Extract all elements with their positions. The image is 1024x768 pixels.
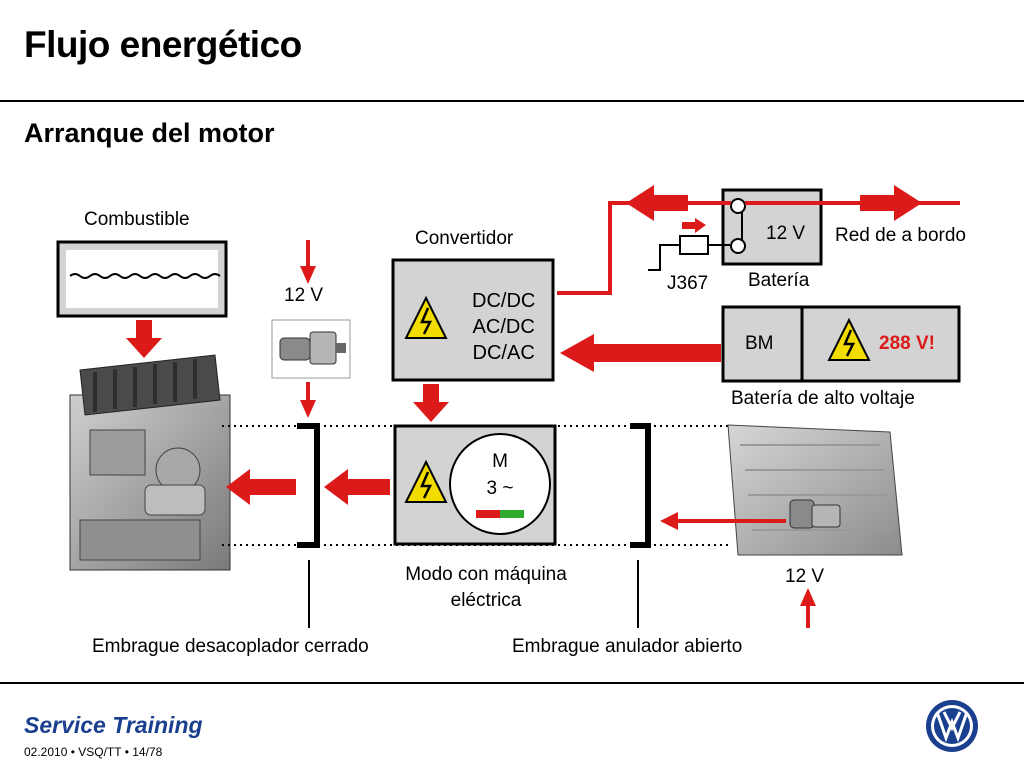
page-title: Flujo energético: [24, 24, 302, 65]
arrow-motor-to-clutch: [324, 469, 390, 505]
engine-illustration: [69, 354, 231, 571]
clutch-right-label: Embrague anulador abierto: [512, 636, 743, 657]
starter-lower-arrow: [300, 382, 316, 418]
battery-module-label: BM: [745, 333, 774, 354]
converter-box: [391, 258, 555, 382]
title-divider: [0, 100, 1024, 102]
footer-meta: 02.2010 • VSQ/TT • 14/78: [24, 745, 163, 759]
arrow-to-engine: [226, 469, 296, 505]
clutch-left: [297, 423, 320, 628]
starter-voltage-bottom: 12 V: [785, 566, 825, 587]
starter-voltage-top: 12 V: [284, 285, 324, 306]
footer-brand: Service Training: [24, 712, 203, 738]
clutch-right: [630, 423, 651, 628]
converter-to-motor-arrow: [413, 384, 449, 422]
clutch-left-label: Embrague desacoplador cerrado: [92, 636, 369, 657]
footer-divider: [0, 682, 1024, 684]
vw-logo: [926, 700, 978, 752]
converter-types: DC/DC AC/DC DC/AC: [472, 288, 535, 366]
relay-label: J367: [667, 273, 709, 294]
hv-to-converter-arrow: [560, 334, 721, 372]
onboard-network-line: [557, 185, 960, 295]
fuel-flow-arrow: [126, 320, 162, 358]
starter-motor-top: [271, 319, 351, 379]
fuel-tank: [56, 240, 228, 318]
converter-line-acdc: AC/DC: [472, 316, 535, 338]
motor-mode-label-line1: Modo con máquina: [405, 564, 567, 585]
starter-top-arrow: [300, 240, 316, 284]
motor-symbol-m: M: [492, 451, 508, 472]
fuel-label: Combustible: [84, 209, 190, 230]
gearbox-starter-arrow: [660, 512, 786, 530]
page-subtitle: Arranque del motor: [24, 118, 275, 148]
converter-label: Convertidor: [415, 228, 514, 249]
hv-warning-voltage: 288 V!: [879, 333, 935, 354]
hv-battery-label: Batería de alto voltaje: [731, 388, 915, 409]
gearbox-illustration: [727, 424, 903, 556]
motor-mode-label-line2: eléctrica: [450, 590, 522, 611]
converter-line-dcac: DC/AC: [472, 342, 535, 364]
electric-motor-box: [393, 424, 557, 546]
converter-line-dcdc: DC/DC: [472, 290, 536, 312]
motor-symbol-phase: 3 ~: [486, 478, 514, 499]
onboard-network-label: Red de a bordo: [835, 225, 966, 246]
relay-j367: [648, 218, 730, 271]
battery-12v-label: Batería: [748, 270, 810, 291]
battery-12v-voltage: 12 V: [766, 223, 806, 244]
starter-bottom-arrow: [800, 588, 816, 628]
hv-battery-box: [721, 305, 961, 383]
